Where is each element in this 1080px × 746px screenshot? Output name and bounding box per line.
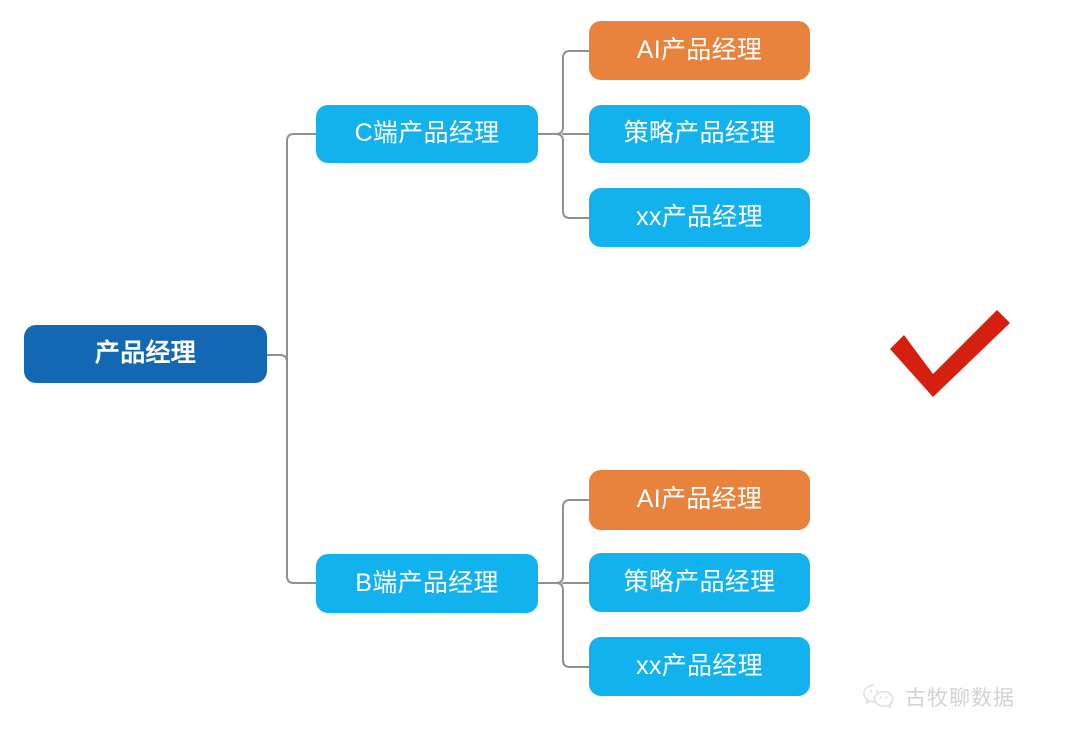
node-label: AI产品经理 xyxy=(636,35,763,64)
node-leaf-strategy-product-manager-b[interactable]: 策略产品经理 xyxy=(589,553,810,612)
node-leaf-ai-product-manager-b[interactable]: AI产品经理 xyxy=(589,470,810,530)
node-label: 策略产品经理 xyxy=(623,119,776,148)
node-leaf-xx-product-manager-c[interactable]: xx产品经理 xyxy=(589,188,810,247)
node-label: xx产品经理 xyxy=(636,651,763,680)
node-leaf-xx-product-manager-b[interactable]: xx产品经理 xyxy=(589,637,810,696)
check-mark-icon xyxy=(890,310,1010,397)
node-label: AI产品经理 xyxy=(636,485,763,514)
wechat-icon xyxy=(862,683,896,711)
node-leaf-ai-product-manager-c[interactable]: AI产品经理 xyxy=(589,21,810,80)
node-branch-c-side-product-manager[interactable]: C端产品经理 xyxy=(316,105,538,163)
node-leaf-strategy-product-manager-c[interactable]: 策略产品经理 xyxy=(589,105,810,163)
node-label: B端产品经理 xyxy=(355,568,499,597)
node-branch-b-side-product-manager[interactable]: B端产品经理 xyxy=(316,554,538,613)
node-label: 产品经理 xyxy=(94,339,197,368)
watermark: 古牧聊数据 xyxy=(862,682,1015,712)
node-root-product-manager[interactable]: 产品经理 xyxy=(24,325,267,383)
watermark-text: 古牧聊数据 xyxy=(905,687,1015,710)
node-label: xx产品经理 xyxy=(636,202,763,231)
node-label: C端产品经理 xyxy=(354,119,500,148)
node-label: 策略产品经理 xyxy=(623,567,776,596)
